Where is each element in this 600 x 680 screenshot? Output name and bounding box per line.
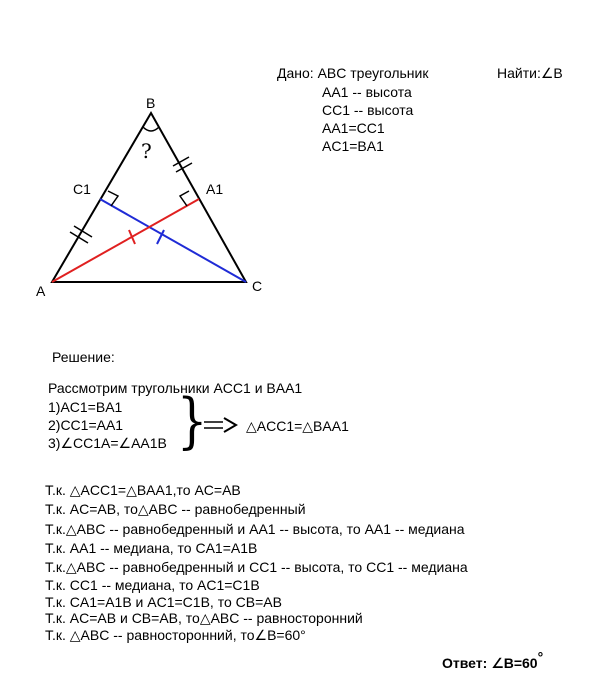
condition-1: 1)AC1=BA1 [48, 399, 123, 415]
tick-cc1 [156, 229, 165, 245]
tick-aa1 [128, 229, 136, 245]
step-5: Т.к.△ABC -- равнобедренный и CC1 -- высо… [45, 559, 468, 575]
given-item-4: AC1=BA1 [322, 138, 384, 154]
given-item-3: AA1=CC1 [322, 120, 385, 136]
step-4: Т.к. AA1 -- медиана, то CA1=A1B [45, 540, 258, 556]
given-label: Дано: ABC треугольник [277, 65, 429, 81]
step-6: Т.к. CC1 -- медиана, то AC1=C1B [45, 577, 260, 593]
find-target: B [553, 65, 563, 81]
altitude-cc1 [99, 198, 247, 283]
vertex-label-c: C [252, 278, 263, 294]
tick-ba1-1 [172, 156, 190, 167]
condition-2: 2)CC1=AA1 [48, 417, 124, 433]
find-angle-symbol: ∠ [540, 65, 554, 81]
given-item-2: CC1 -- высота [322, 102, 414, 118]
step-1: Т.к. △ACC1=△BAA1,то AC=AB [45, 482, 241, 498]
step-9: Т.к. △ABC -- равносторонний, то∠B=60° [45, 627, 306, 643]
answer-value: ∠B=60 [491, 655, 538, 671]
step-8: Т.к. AC=AB и CB=AB, то△ABC -- равносторо… [45, 610, 363, 626]
vertex-label-b: B [146, 95, 156, 111]
tick-ac1-1 [69, 231, 89, 244]
answer: Ответ: ∠B=60° [442, 650, 543, 672]
question-mark: ? [141, 139, 152, 163]
step-2: Т.к. AC=AB, то△ABC -- равнобедренный [45, 501, 306, 517]
vertex-label-a: A [36, 283, 46, 299]
find: Найти:∠B [497, 65, 563, 82]
right-angle-a1 [178, 190, 190, 207]
find-label: Найти: [497, 65, 541, 81]
triangle-abc [50, 110, 248, 283]
given-item-1: AA1 -- высота [322, 84, 412, 100]
solution-consider: Рассмотрим тругольники ACC1 и BAA1 [48, 380, 303, 396]
condition-3: 3)∠CC1A=∠AA1B [48, 435, 167, 451]
right-angle-c1 [107, 190, 120, 207]
vertex-label-a1: A1 [206, 181, 224, 197]
implies-arrow-head [223, 417, 238, 433]
step-3: Т.к.△ABC -- равнобедренный и AA1 -- высо… [45, 521, 465, 537]
answer-label: Ответ: [442, 655, 488, 671]
tick-ba1-2 [175, 162, 193, 173]
answer-degree: ° [537, 649, 544, 665]
angle-b-arc [142, 126, 160, 132]
solution-heading: Решение: [52, 349, 115, 365]
solution-conclusion: △ACC1=△BAA1 [246, 418, 349, 434]
vertex-label-c1: C1 [73, 181, 91, 197]
brace: } [176, 386, 208, 456]
altitude-aa1 [51, 198, 200, 283]
tick-ac1-2 [73, 225, 93, 238]
step-7: Т.к. CA1=A1B и AC1=C1B, то CB=AB [45, 594, 282, 610]
